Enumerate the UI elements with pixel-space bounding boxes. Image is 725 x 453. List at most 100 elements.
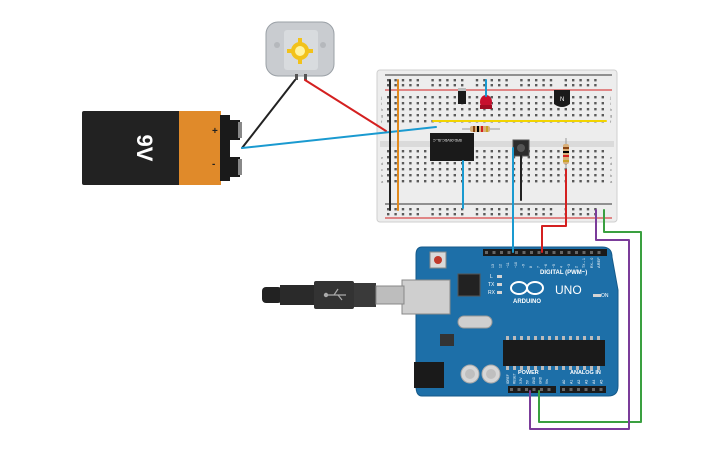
- breadboard-hole[interactable]: [601, 156, 604, 159]
- header-pin[interactable]: [522, 251, 526, 254]
- breadboard-hole[interactable]: [498, 108, 501, 111]
- rail-hole[interactable]: [401, 79, 405, 82]
- battery-9v[interactable]: 9V + -: [82, 111, 242, 185]
- rail-hole[interactable]: [579, 84, 582, 87]
- breadboard-hole[interactable]: [557, 156, 560, 159]
- breadboard-hole[interactable]: [572, 108, 575, 111]
- breadboard-hole[interactable]: [453, 108, 456, 111]
- breadboard-hole[interactable]: [468, 168, 471, 171]
- header-pin[interactable]: [537, 251, 541, 254]
- breadboard-hole[interactable]: [468, 174, 471, 177]
- breadboard-hole[interactable]: [601, 174, 604, 177]
- breadboard-hole[interactable]: [505, 168, 508, 171]
- breadboard-hole[interactable]: [490, 174, 493, 177]
- breadboard-hole[interactable]: [475, 108, 479, 111]
- breadboard-hole[interactable]: [564, 114, 567, 117]
- rail-hole[interactable]: [475, 213, 479, 216]
- breadboard-hole[interactable]: [594, 180, 597, 183]
- breadboard-hole[interactable]: [409, 108, 412, 111]
- breadboard-hole[interactable]: [579, 114, 582, 117]
- header-pin[interactable]: [530, 251, 533, 254]
- breadboard-hole[interactable]: [446, 114, 449, 117]
- breadboard-hole[interactable]: [401, 156, 405, 159]
- breadboard-hole[interactable]: [579, 156, 582, 159]
- breadboard-hole[interactable]: [431, 114, 434, 117]
- rail-hole[interactable]: [572, 213, 575, 216]
- breadboard-hole[interactable]: [446, 108, 449, 111]
- breadboard-hole[interactable]: [586, 102, 590, 105]
- breadboard-hole[interactable]: [438, 162, 442, 165]
- breadboard-hole[interactable]: [549, 174, 553, 177]
- rail-hole[interactable]: [453, 208, 456, 211]
- breadboard-hole[interactable]: [416, 156, 419, 159]
- breadboard-hole[interactable]: [542, 168, 545, 171]
- breadboard-hole[interactable]: [586, 96, 590, 99]
- breadboard-hole[interactable]: [520, 96, 523, 99]
- breadboard-hole[interactable]: [505, 150, 508, 153]
- rail-hole[interactable]: [490, 208, 493, 211]
- breadboard-hole[interactable]: [424, 156, 427, 159]
- breadboard-hole[interactable]: [594, 156, 597, 159]
- breadboard-hole[interactable]: [401, 120, 405, 123]
- rail-hole[interactable]: [579, 208, 582, 211]
- header-pin[interactable]: [569, 388, 573, 391]
- breadboard-hole[interactable]: [535, 108, 538, 111]
- rail-hole[interactable]: [586, 213, 590, 216]
- power-jack[interactable]: [414, 362, 444, 388]
- rail-hole[interactable]: [572, 84, 575, 87]
- rail-hole[interactable]: [387, 84, 390, 87]
- breadboard-hole[interactable]: [490, 180, 493, 183]
- breadboard-hole[interactable]: [468, 114, 471, 117]
- breadboard-hole[interactable]: [549, 114, 553, 117]
- breadboard-hole[interactable]: [535, 150, 538, 153]
- breadboard-hole[interactable]: [387, 180, 390, 183]
- breadboard-hole[interactable]: [549, 180, 553, 183]
- rail-hole[interactable]: [409, 79, 412, 82]
- header-pin[interactable]: [507, 251, 511, 254]
- breadboard-hole[interactable]: [594, 114, 597, 117]
- breadboard-hole[interactable]: [505, 96, 508, 99]
- breadboard-hole[interactable]: [424, 150, 427, 153]
- breadboard-hole[interactable]: [401, 162, 405, 165]
- breadboard-hole[interactable]: [461, 108, 464, 111]
- resistor-horizontal[interactable]: [462, 126, 500, 132]
- breadboard-hole[interactable]: [601, 108, 604, 111]
- breadboard-hole[interactable]: [394, 108, 397, 111]
- rail-hole[interactable]: [527, 84, 530, 87]
- rail-hole[interactable]: [527, 208, 530, 211]
- rail-hole[interactable]: [475, 208, 479, 211]
- usb-port[interactable]: [401, 279, 451, 315]
- breadboard-hole[interactable]: [498, 162, 501, 165]
- breadboard-hole[interactable]: [512, 114, 516, 117]
- breadboard-hole[interactable]: [424, 180, 427, 183]
- breadboard-hole[interactable]: [527, 174, 530, 177]
- breadboard-hole[interactable]: [409, 174, 412, 177]
- rail-hole[interactable]: [498, 213, 501, 216]
- breadboard-hole[interactable]: [401, 108, 405, 111]
- breadboard-hole[interactable]: [475, 174, 479, 177]
- rail-hole[interactable]: [586, 79, 590, 82]
- breadboard-hole[interactable]: [601, 162, 604, 165]
- breadboard-hole[interactable]: [572, 96, 575, 99]
- rail-hole[interactable]: [549, 84, 553, 87]
- rail-hole[interactable]: [453, 213, 456, 216]
- header-pin[interactable]: [540, 388, 543, 391]
- breadboard-hole[interactable]: [416, 150, 419, 153]
- relay[interactable]: SRD-05VDC-SL-C: [430, 133, 474, 161]
- header-pin[interactable]: [575, 251, 578, 254]
- breadboard-hole[interactable]: [594, 102, 597, 105]
- breadboard-hole[interactable]: [483, 162, 486, 165]
- breadboard-hole[interactable]: [475, 102, 479, 105]
- rail-hole[interactable]: [520, 208, 523, 211]
- breadboard-hole[interactable]: [527, 114, 530, 117]
- power-header[interactable]: [508, 386, 556, 393]
- breadboard-hole[interactable]: [557, 108, 560, 111]
- breadboard-hole[interactable]: [431, 174, 434, 177]
- rail-hole[interactable]: [579, 213, 582, 216]
- breadboard-hole[interactable]: [498, 168, 501, 171]
- breadboard-hole[interactable]: [601, 114, 604, 117]
- rail-hole[interactable]: [572, 208, 575, 211]
- rail-hole[interactable]: [461, 79, 464, 82]
- header-pin[interactable]: [545, 251, 548, 254]
